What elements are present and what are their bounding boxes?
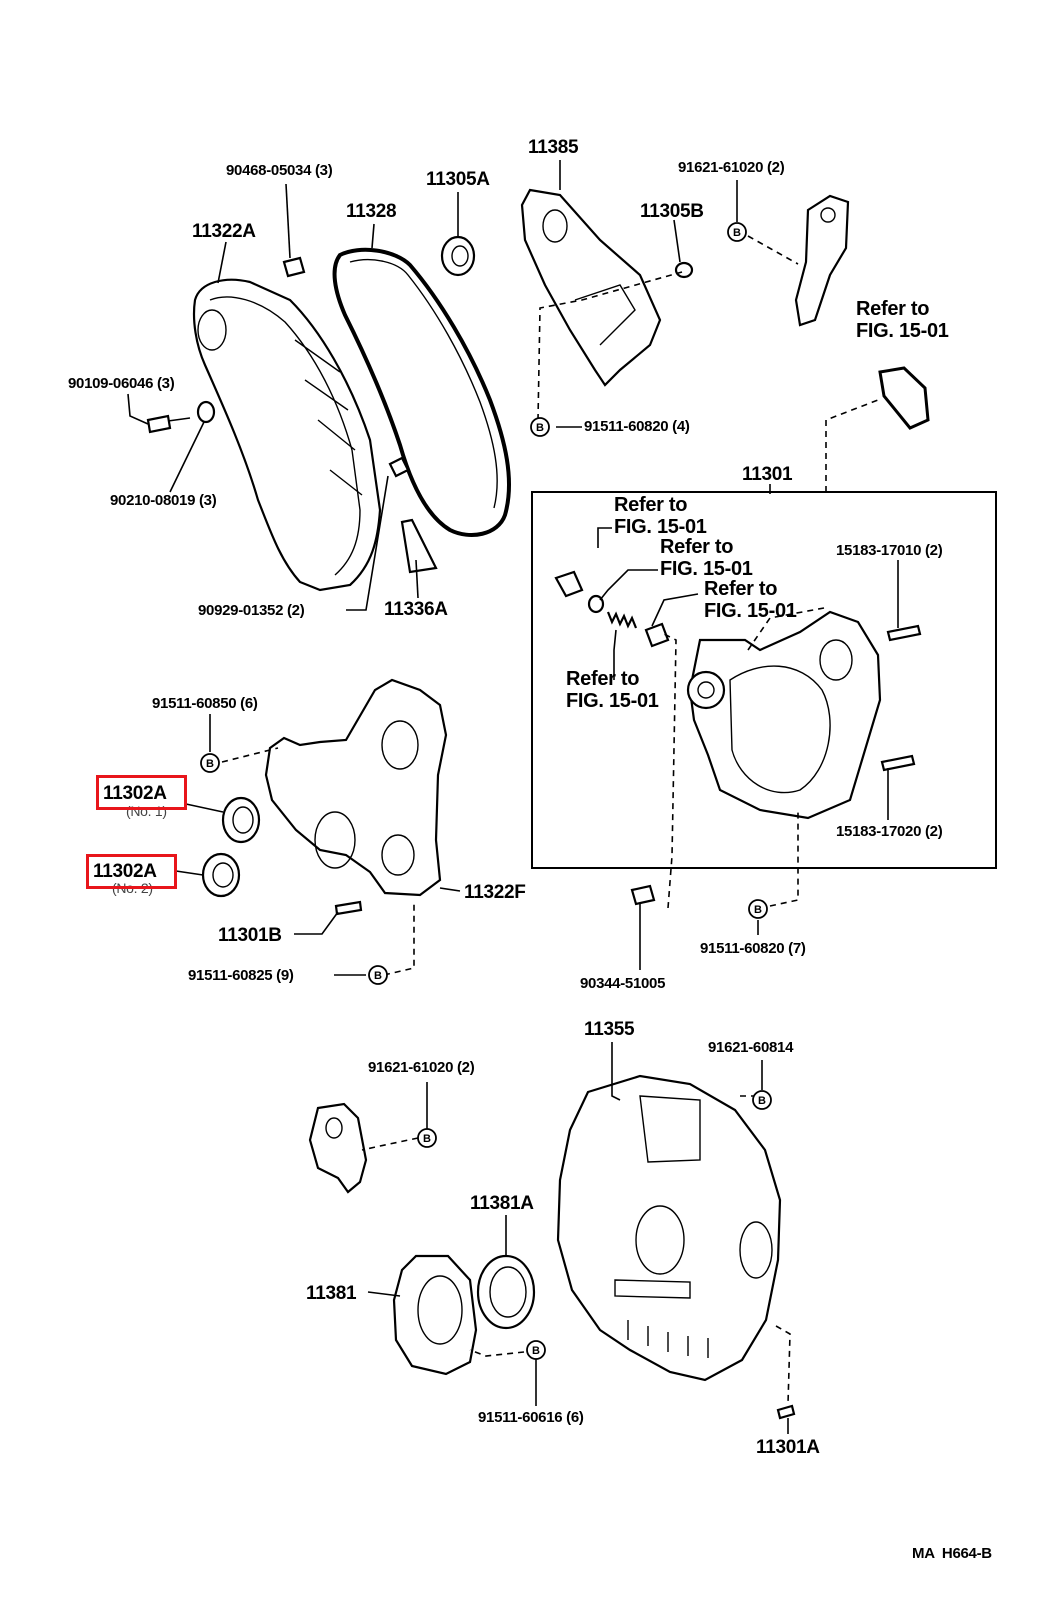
svg-text:B: B (536, 422, 544, 434)
part-bracket-upper[interactable] (794, 194, 850, 327)
part-11301b-pin[interactable] (334, 900, 363, 916)
label-11302a-no2[interactable]: 11302A (93, 861, 157, 882)
label-90109-06046[interactable]: 90109-06046 (3) (68, 375, 175, 392)
part-11381-retainer[interactable] (392, 1254, 478, 1376)
label-91621-61020-a[interactable]: 91621-61020 (2) (678, 159, 785, 176)
label-11322a[interactable]: 11322A (192, 221, 256, 242)
part-11336a-wedge[interactable] (400, 518, 438, 574)
part-11305b-plug[interactable] (674, 261, 694, 279)
bolt-symbol-91621-61020-a: B (727, 222, 747, 242)
diagram-code: MA H664-B (912, 1545, 992, 1562)
highlight-11302a-no1 (96, 775, 187, 810)
svg-text:B: B (423, 1133, 431, 1145)
part-90210-08019-washer[interactable] (196, 400, 216, 424)
label-11336a[interactable]: 11336A (384, 599, 448, 620)
refer-note-valve[interactable]: Refer to FIG. 15-01 (704, 578, 797, 622)
label-91511-60820-7[interactable]: 91511-60820 (7) (700, 940, 806, 957)
label-91511-60616[interactable]: 91511-60616 (6) (478, 1409, 584, 1426)
group-frame-11301 (531, 491, 997, 869)
part-11385-cover[interactable] (520, 188, 662, 387)
part-11305a-seal[interactable] (440, 235, 476, 277)
part-90929-01352[interactable] (388, 456, 410, 478)
svg-text:B: B (374, 970, 382, 982)
label-11302a-no1[interactable]: 11302A (103, 783, 167, 804)
part-bracket-lower[interactable] (308, 1102, 368, 1194)
part-11322f-cover[interactable] (264, 678, 448, 897)
part-11302a-seal-no1[interactable] (221, 796, 261, 844)
label-90929-01352[interactable]: 90929-01352 (2) (198, 602, 305, 619)
label-11301[interactable]: 11301 (742, 464, 793, 485)
bolt-symbol-91511-60820-7: B (748, 899, 768, 919)
part-90468-05034-clip[interactable] (282, 256, 306, 278)
label-11381a[interactable]: 11381A (470, 1193, 534, 1214)
label-11305b[interactable]: 11305B (640, 201, 704, 222)
svg-text:B: B (754, 904, 762, 916)
bolt-symbol-91621-61020-b: B (417, 1128, 437, 1148)
label-11355[interactable]: 11355 (584, 1019, 635, 1040)
label-90344-51005[interactable]: 90344-51005 (580, 975, 666, 992)
label-90468-05034[interactable]: 90468-05034 (3) (226, 162, 333, 179)
part-pump-valve[interactable] (644, 622, 670, 648)
svg-text:B: B (532, 1345, 540, 1357)
part-pump-gasket[interactable] (587, 594, 605, 614)
part-90344-51005-plug[interactable] (630, 884, 656, 906)
label-91511-60825[interactable]: 91511-60825 (9) (188, 967, 294, 984)
label-91621-61020-b[interactable]: 91621-61020 (2) (368, 1059, 475, 1076)
bolt-symbol-91511-60825: B (368, 965, 388, 985)
label-91621-60814[interactable]: 91621-60814 (708, 1039, 794, 1056)
label-11301a[interactable]: 11301A (756, 1437, 820, 1458)
label-11385[interactable]: 11385 (528, 137, 579, 158)
part-11355-end-plate[interactable] (556, 1074, 782, 1382)
label-91511-60850[interactable]: 91511-60850 (6) (152, 695, 258, 712)
label-11381[interactable]: 11381 (306, 1283, 357, 1304)
part-oring-refer[interactable] (878, 366, 930, 430)
part-11301a-pin[interactable] (776, 1404, 796, 1420)
label-11322f[interactable]: 11322F (464, 882, 526, 903)
part-11322a-timing-cover[interactable] (192, 278, 382, 592)
label-90210-08019[interactable]: 90210-08019 (3) (110, 492, 217, 509)
label-11328[interactable]: 11328 (346, 201, 397, 222)
bolt-symbols: B B B B B B B B (200, 222, 772, 1360)
assembly-lines (221, 235, 879, 1405)
svg-text:B: B (733, 227, 741, 239)
part-pump-plug[interactable] (554, 570, 584, 598)
bolt-symbol-91511-60616: B (526, 1340, 546, 1360)
part-90109-06046-bolt[interactable] (146, 414, 191, 434)
part-11328-gasket[interactable] (332, 247, 512, 537)
part-15183-17020-stud[interactable] (880, 754, 916, 772)
refer-note-oring[interactable]: Refer to FIG. 15-01 (856, 298, 949, 342)
part-11302a-seal-no2[interactable] (201, 852, 241, 898)
part-15183-17010-stud[interactable] (886, 624, 922, 642)
svg-text:B: B (206, 758, 214, 770)
label-15183-17020[interactable]: 15183-17020 (2) (836, 823, 943, 840)
part-pump-spring[interactable] (606, 611, 638, 629)
bolt-symbol-91511-60820-4: B (530, 417, 550, 437)
svg-text:B: B (758, 1095, 766, 1107)
part-11301-oil-pump-cover[interactable] (686, 610, 882, 820)
refer-note-spring[interactable]: Refer to FIG. 15-01 (566, 668, 659, 712)
leader-lines (127, 160, 899, 1434)
label-15183-17010[interactable]: 15183-17010 (2) (836, 542, 943, 559)
bolt-symbol-91511-60850: B (200, 753, 220, 773)
refer-note-plug[interactable]: Refer to FIG. 15-01 (614, 494, 707, 538)
label-11305a[interactable]: 11305A (426, 169, 490, 190)
part-11381a-seal[interactable] (476, 1254, 536, 1330)
label-11301b[interactable]: 11301B (218, 925, 282, 946)
refer-note-gasket[interactable]: Refer to FIG. 15-01 (660, 536, 753, 580)
highlight-11302a-no2 (86, 854, 177, 889)
label-91511-60820-4[interactable]: 91511-60820 (4) (584, 418, 690, 435)
bolt-symbol-91621-60814: B (752, 1090, 772, 1110)
